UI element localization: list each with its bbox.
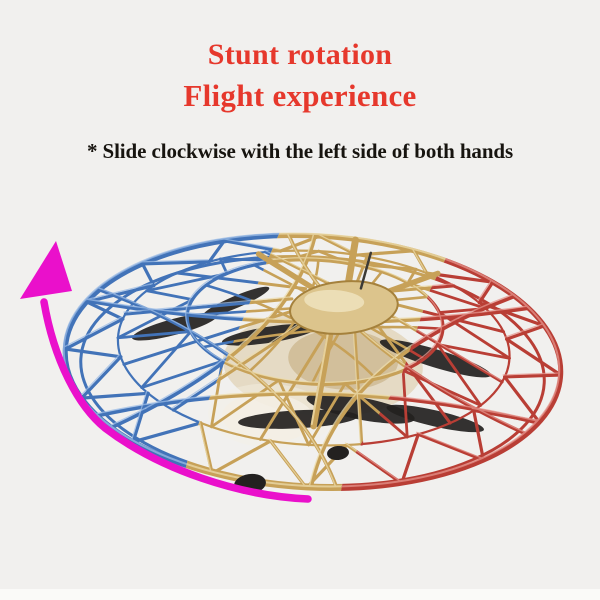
instruction-note: * Slide clockwise with the left side of … (86, 139, 514, 163)
headline-stunt-rotation: Stunt rotation (207, 38, 393, 71)
rotation-arrow-icon (20, 241, 312, 503)
footer-strip (0, 589, 600, 600)
headline-flight-experience: Flight experience (183, 78, 417, 113)
drone-hub (255, 236, 441, 430)
